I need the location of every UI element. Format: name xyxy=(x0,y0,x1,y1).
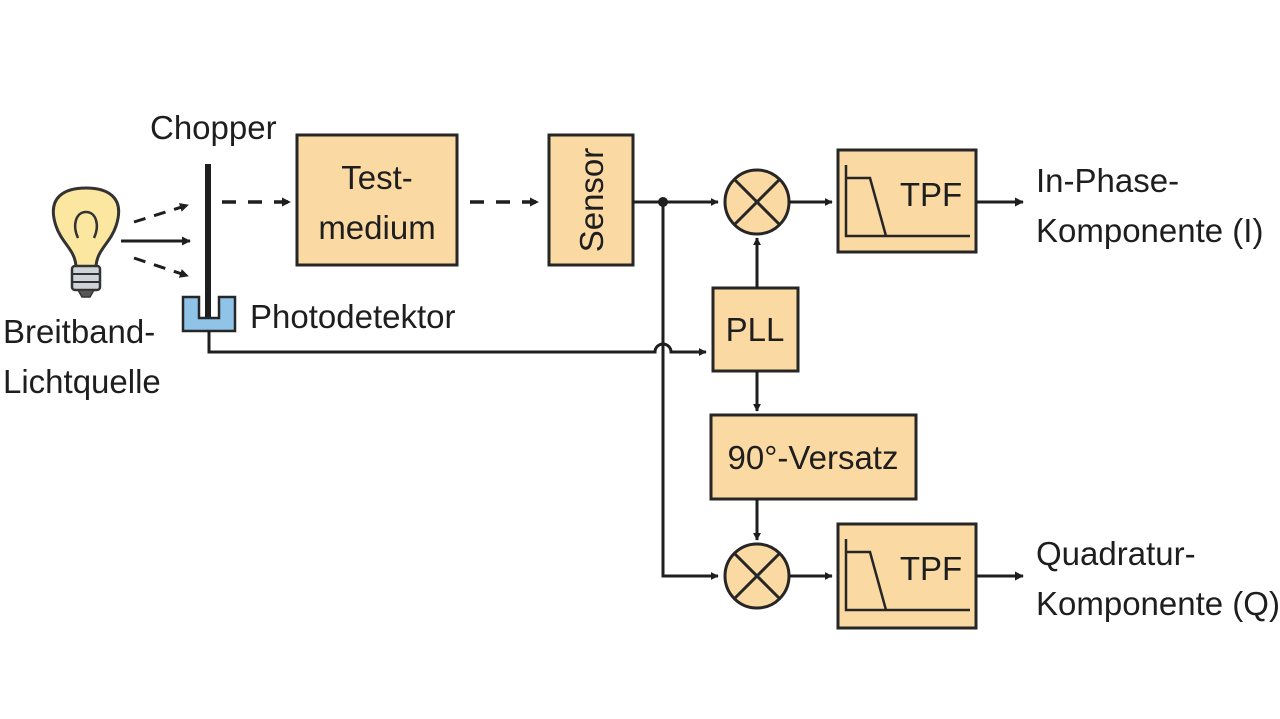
lowpass-top-label: TPF xyxy=(900,176,962,213)
chopper-label: Chopper xyxy=(150,109,277,146)
light-source-label-line2: Lichtquelle xyxy=(3,363,161,400)
wire-sensor-to-lower-mixer xyxy=(661,202,719,580)
sensor-label: Sensor xyxy=(573,148,610,253)
pll-label: PLL xyxy=(726,311,785,348)
quadrature-label-line2: Komponente (Q) xyxy=(1036,585,1280,622)
quadrature-label-line1: Quadratur- xyxy=(1036,535,1196,572)
lowpass-response-bottom-icon xyxy=(844,539,970,612)
mixer-upper-icon xyxy=(723,168,791,236)
mixer-lower-icon xyxy=(723,542,791,610)
light-rays xyxy=(121,203,191,278)
lowpass-bottom-label: TPF xyxy=(900,550,962,587)
light-bulb-icon xyxy=(51,186,121,298)
ray-lower xyxy=(133,256,189,278)
sensor-block xyxy=(547,133,635,267)
lowpass-response-top-icon xyxy=(844,165,970,238)
photodetector-icon xyxy=(181,295,237,333)
in-phase-label-line1: In-Phase- xyxy=(1036,162,1179,199)
light-source-label-line1: Breitband- xyxy=(3,313,155,350)
test-medium-block xyxy=(295,133,459,267)
test-medium-label-line2: medium xyxy=(318,209,435,246)
photodetector-label: Photodetektor xyxy=(250,298,455,335)
phase-shift-label: 90°-Versatz xyxy=(728,439,899,476)
in-phase-label-line2: Komponente (I) xyxy=(1036,212,1263,249)
ray-upper xyxy=(133,203,189,224)
wire-photodetector-to-pll xyxy=(207,331,707,356)
phase-shift-block xyxy=(709,413,918,501)
test-medium-label-line1: Test- xyxy=(341,159,413,196)
